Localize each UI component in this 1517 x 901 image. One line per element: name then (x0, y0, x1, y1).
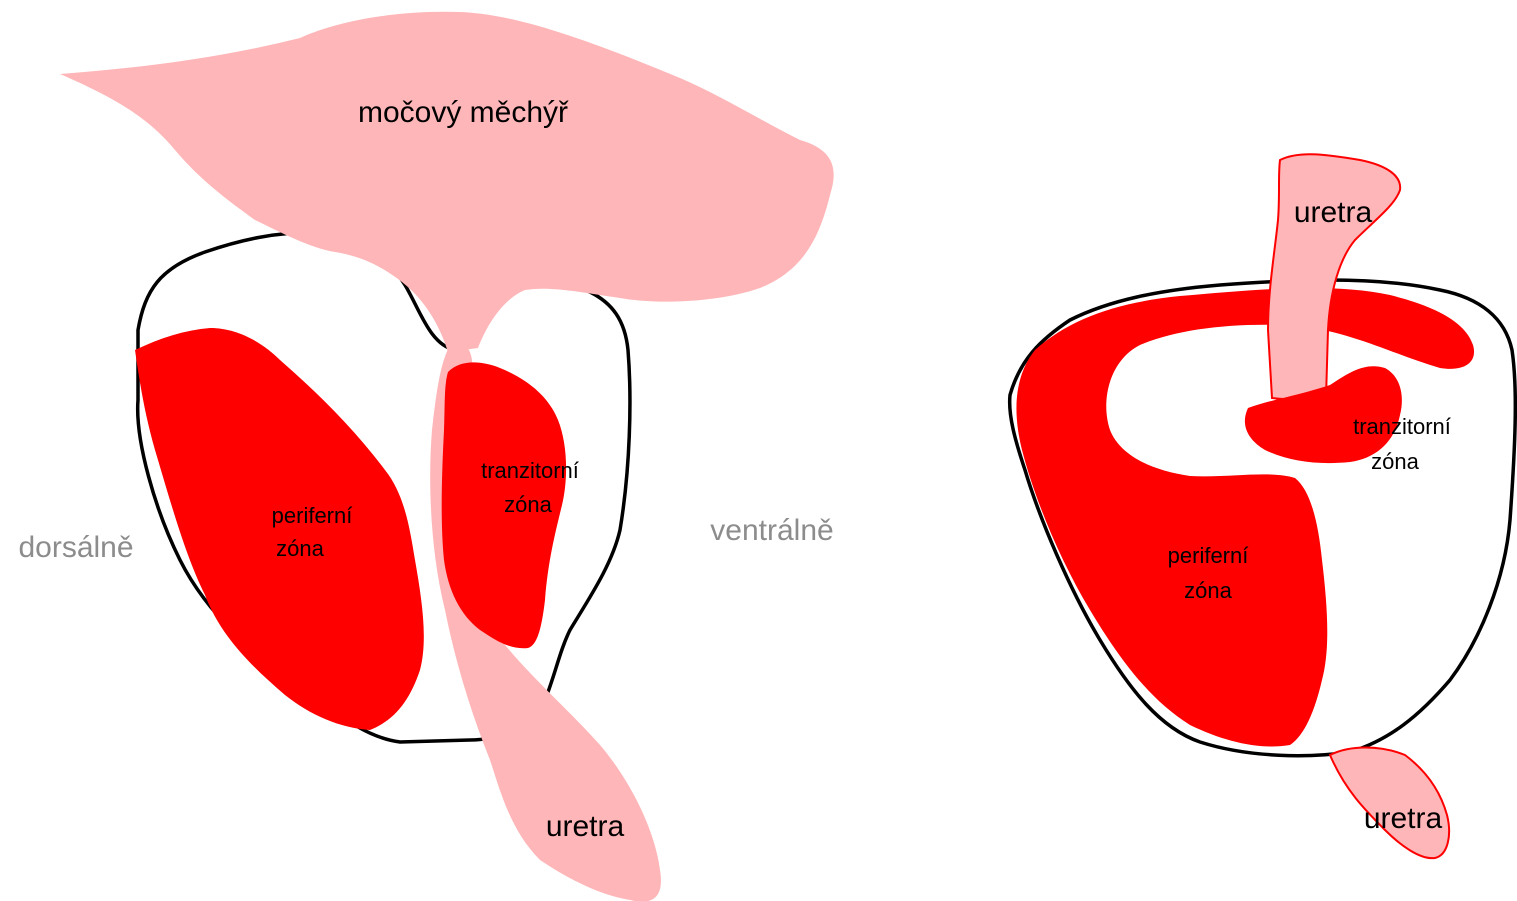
left-sagittal-diagram: močový měchýř periferní zóna tranzitorní… (18, 12, 833, 901)
ventral-label: ventrálně (710, 514, 833, 547)
peripheral-zone-label-right-line1: periferní (1168, 543, 1249, 568)
peripheral-zone-label-right-line2: zóna (1184, 578, 1232, 603)
right-transverse-diagram: uretra tranzitorní zóna periferní zóna u… (1010, 154, 1516, 858)
peripheral-zone-right (1016, 288, 1474, 746)
bladder-label: močový měchýř (358, 96, 569, 129)
dorsal-label: dorsálně (18, 531, 133, 564)
peripheral-zone-label-left-line1: periferní (272, 503, 353, 528)
bladder-shape (60, 12, 834, 352)
urethra-label-left: uretra (546, 810, 625, 843)
peripheral-zone-left (135, 328, 424, 730)
urethra-top-label-right: uretra (1294, 196, 1373, 229)
transition-zone-label-left-line1: tranzitorní (481, 458, 579, 483)
urethra-top-right (1268, 154, 1400, 399)
transition-zone-label-left-line2: zóna (504, 492, 552, 517)
transition-zone-label-right-line1: tranzitorní (1353, 414, 1451, 439)
peripheral-zone-label-left-line2: zóna (276, 536, 324, 561)
urethra-bottom-label-right: uretra (1364, 802, 1443, 835)
transition-zone-label-right-line2: zóna (1371, 449, 1419, 474)
